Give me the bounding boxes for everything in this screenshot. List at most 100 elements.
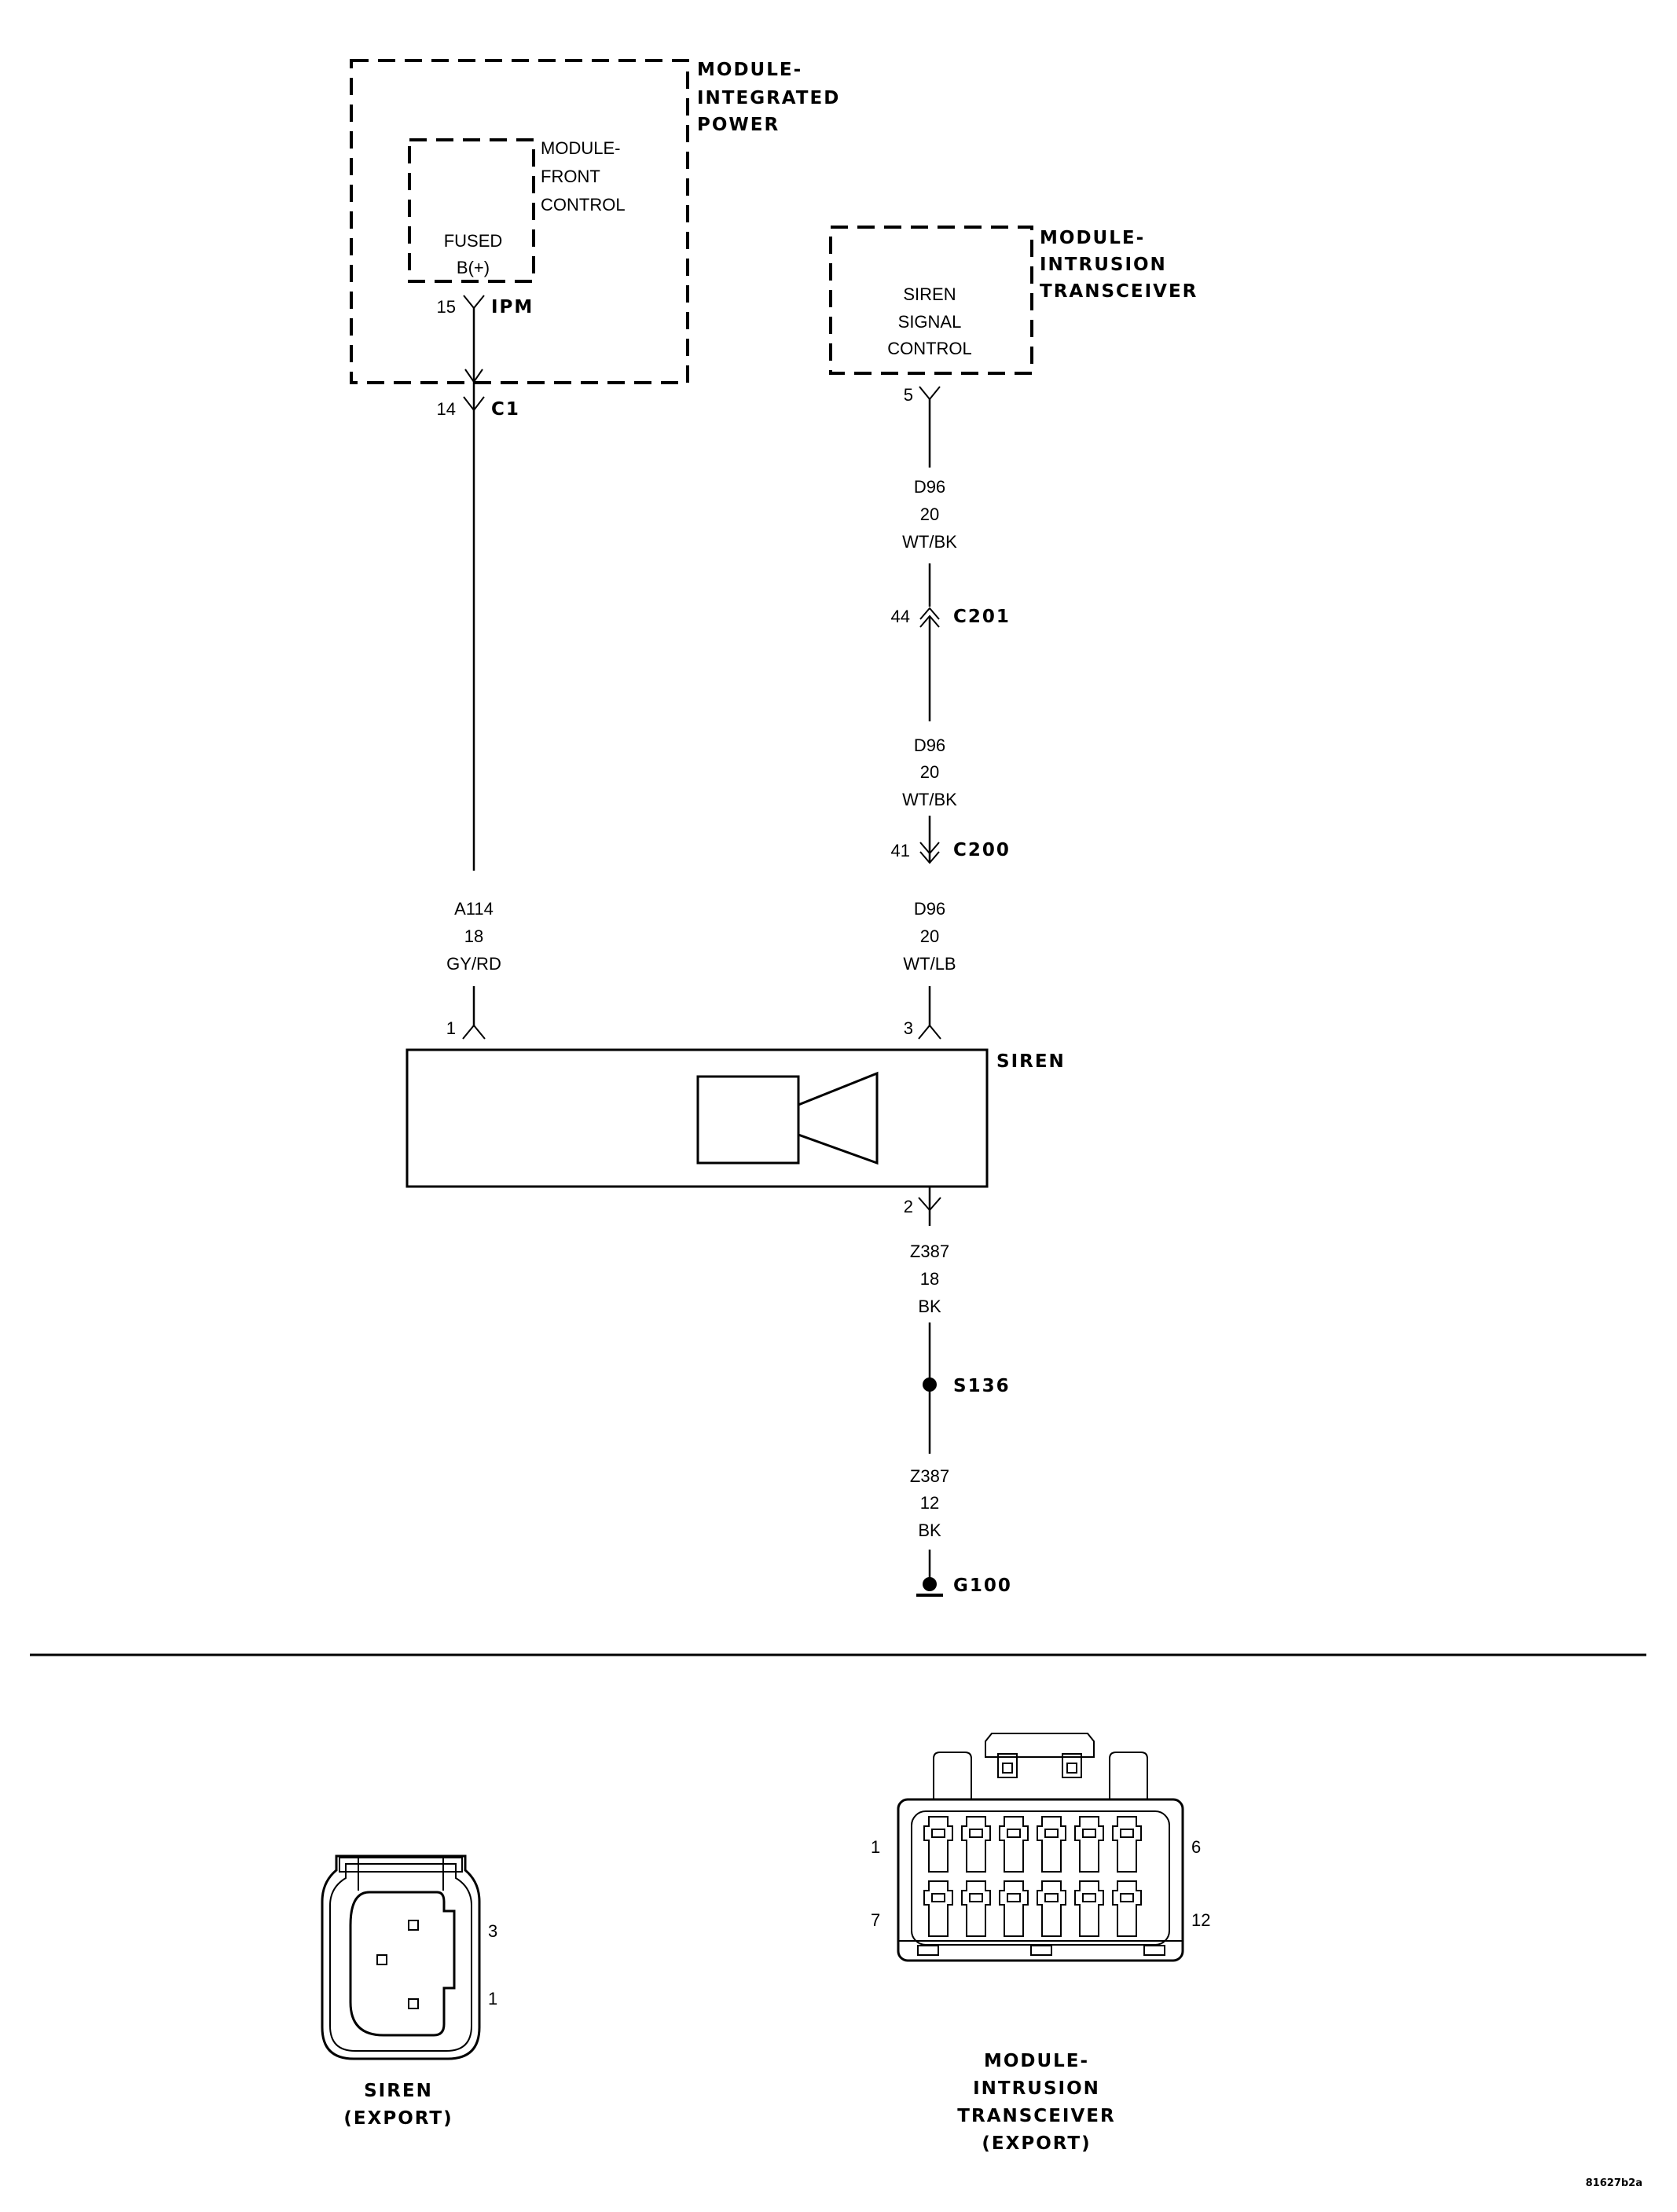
wire-z387-bot-color: BK xyxy=(918,1521,941,1540)
wire-d96-top-gauge: 20 xyxy=(920,504,939,524)
intrusion-module-box xyxy=(829,226,1033,375)
intrusion-view-caption-3: TRANSCEIVER xyxy=(957,2106,1115,2126)
siren-pin1-connector xyxy=(462,1024,486,1040)
cavity-terminal xyxy=(1007,1893,1021,1902)
connector-cavity xyxy=(999,1880,1029,1937)
cavity-terminal xyxy=(1044,1829,1059,1838)
intrusion-label-3: TRANSCEIVER xyxy=(1040,281,1198,302)
siren-pin3-connector xyxy=(918,1024,941,1040)
wire-d96-bot-color: WT/LB xyxy=(903,954,956,974)
cavity-terminal xyxy=(1120,1829,1134,1838)
front-control-box xyxy=(408,138,535,283)
siren-pin2-number: 2 xyxy=(904,1197,913,1216)
connector-cavity xyxy=(961,1880,991,1937)
c200-pin-number: 41 xyxy=(891,841,910,860)
front-control-label-2: FRONT xyxy=(541,167,600,186)
front-control-label-1: MODULE- xyxy=(541,138,620,158)
intrusion-connector-face-icon xyxy=(897,1733,1184,1962)
connector-cavity xyxy=(1112,1880,1142,1937)
cavity-terminal xyxy=(1082,1829,1096,1838)
cavity-terminal xyxy=(1082,1893,1096,1902)
siren-pin3-number: 3 xyxy=(904,1018,913,1038)
wire-d96-mid-circuit: D96 xyxy=(914,735,945,755)
c200-connector-lower xyxy=(919,851,940,864)
wire-d96-top-color: WT/BK xyxy=(902,532,957,552)
ipm-connector-pin xyxy=(463,295,485,310)
cavity-terminal xyxy=(1120,1893,1134,1902)
c200-connector-name: C200 xyxy=(953,840,1011,860)
ipm-label-3: POWER xyxy=(697,115,780,135)
connector-cavity xyxy=(1037,1816,1066,1873)
siren-label: SIREN xyxy=(996,1051,1066,1072)
itm-connector-pin xyxy=(919,386,941,401)
intrusion-view-pin1: 1 xyxy=(871,1837,880,1857)
intrusion-view-caption-4: (EXPORT) xyxy=(982,2133,1091,2154)
c1-connector-name: C1 xyxy=(491,399,520,420)
wire-z387-top-color: BK xyxy=(918,1297,941,1316)
siren-view-pin1: 1 xyxy=(488,1989,497,2008)
wire-z387-bot-circuit: Z387 xyxy=(910,1466,949,1486)
wire-d96-bot-circuit: D96 xyxy=(914,899,945,919)
wire-d96-mid-color: WT/BK xyxy=(902,790,957,809)
siren-connector-face-icon xyxy=(321,1854,481,2060)
figure-id: 81627b2a xyxy=(1586,2177,1642,2189)
s136-splice-dot xyxy=(923,1377,937,1392)
speaker-body-icon xyxy=(696,1075,800,1165)
intrusion-view-caption-1: MODULE- xyxy=(984,2051,1089,2071)
ipm-module-box xyxy=(350,59,689,384)
intrusion-view-pin12: 12 xyxy=(1191,1910,1210,1930)
wire-a114-gauge: 18 xyxy=(464,926,483,946)
g100-ground-dot xyxy=(923,1577,937,1591)
siren-signal-label-1: SIREN xyxy=(903,284,956,304)
siren-signal-label-3: CONTROL xyxy=(887,339,972,358)
wire-z387-top-circuit: Z387 xyxy=(910,1242,949,1261)
connector-cavity xyxy=(961,1816,991,1873)
siren-view-caption-2: (EXPORT) xyxy=(343,2108,453,2129)
speaker-cone-icon xyxy=(797,1071,879,1165)
connector-cavity xyxy=(999,1816,1029,1873)
cavity-terminal xyxy=(931,1893,945,1902)
siren-pin1-number: 1 xyxy=(446,1018,456,1038)
cavity-terminal xyxy=(969,1893,983,1902)
ipm-connector-name: IPM xyxy=(491,297,534,317)
siren-signal-label-2: SIGNAL xyxy=(898,312,962,332)
intrusion-view-pin6: 6 xyxy=(1191,1837,1201,1857)
intrusion-label-1: MODULE- xyxy=(1040,228,1145,248)
wire-d96-top-circuit: D96 xyxy=(914,477,945,497)
ipm-label-2: INTEGRATED xyxy=(697,88,840,108)
front-control-label-3: CONTROL xyxy=(541,195,626,215)
fused-label-1: FUSED xyxy=(444,231,503,251)
siren-view-pin3: 3 xyxy=(488,1921,497,1941)
intrusion-view-pin7: 7 xyxy=(871,1910,880,1930)
intrusion-view-caption-2: INTRUSION xyxy=(973,2078,1100,2099)
s136-label: S136 xyxy=(953,1376,1011,1396)
ipm-pin-number: 15 xyxy=(437,297,456,317)
wire-a114-circuit: A114 xyxy=(454,899,494,919)
wire-z387-top-gauge: 18 xyxy=(920,1269,939,1289)
c201-pin-number: 44 xyxy=(891,607,910,626)
siren-component-box xyxy=(405,1048,989,1188)
connector-cavity xyxy=(923,1880,953,1937)
cavity-terminal xyxy=(1044,1893,1059,1902)
connector-cavity xyxy=(1112,1816,1142,1873)
wire-d96-mid-gauge: 20 xyxy=(920,762,939,782)
c1-pin-number: 14 xyxy=(437,399,456,419)
cavity-terminal xyxy=(969,1829,983,1838)
connector-cavity xyxy=(1037,1880,1066,1937)
c201-connector-name: C201 xyxy=(953,607,1011,627)
wire-d96-bot-gauge: 20 xyxy=(920,926,939,946)
siren-view-caption-1: SIREN xyxy=(364,2081,433,2101)
itm-pin-number: 5 xyxy=(904,385,913,405)
cavity-terminal xyxy=(1007,1829,1021,1838)
connector-cavity xyxy=(923,1816,953,1873)
intrusion-label-2: INTRUSION xyxy=(1040,255,1167,275)
fused-label-2: B(+) xyxy=(457,258,490,277)
wire-z387-bot-gauge: 12 xyxy=(920,1493,939,1513)
ipm-label-1: MODULE- xyxy=(697,60,802,80)
connector-cavity xyxy=(1074,1880,1104,1937)
wire-a114-color: GY/RD xyxy=(446,954,501,974)
c200-connector-upper xyxy=(919,842,940,855)
g100-label: G100 xyxy=(953,1576,1012,1596)
c201-connector-upper xyxy=(919,607,940,620)
